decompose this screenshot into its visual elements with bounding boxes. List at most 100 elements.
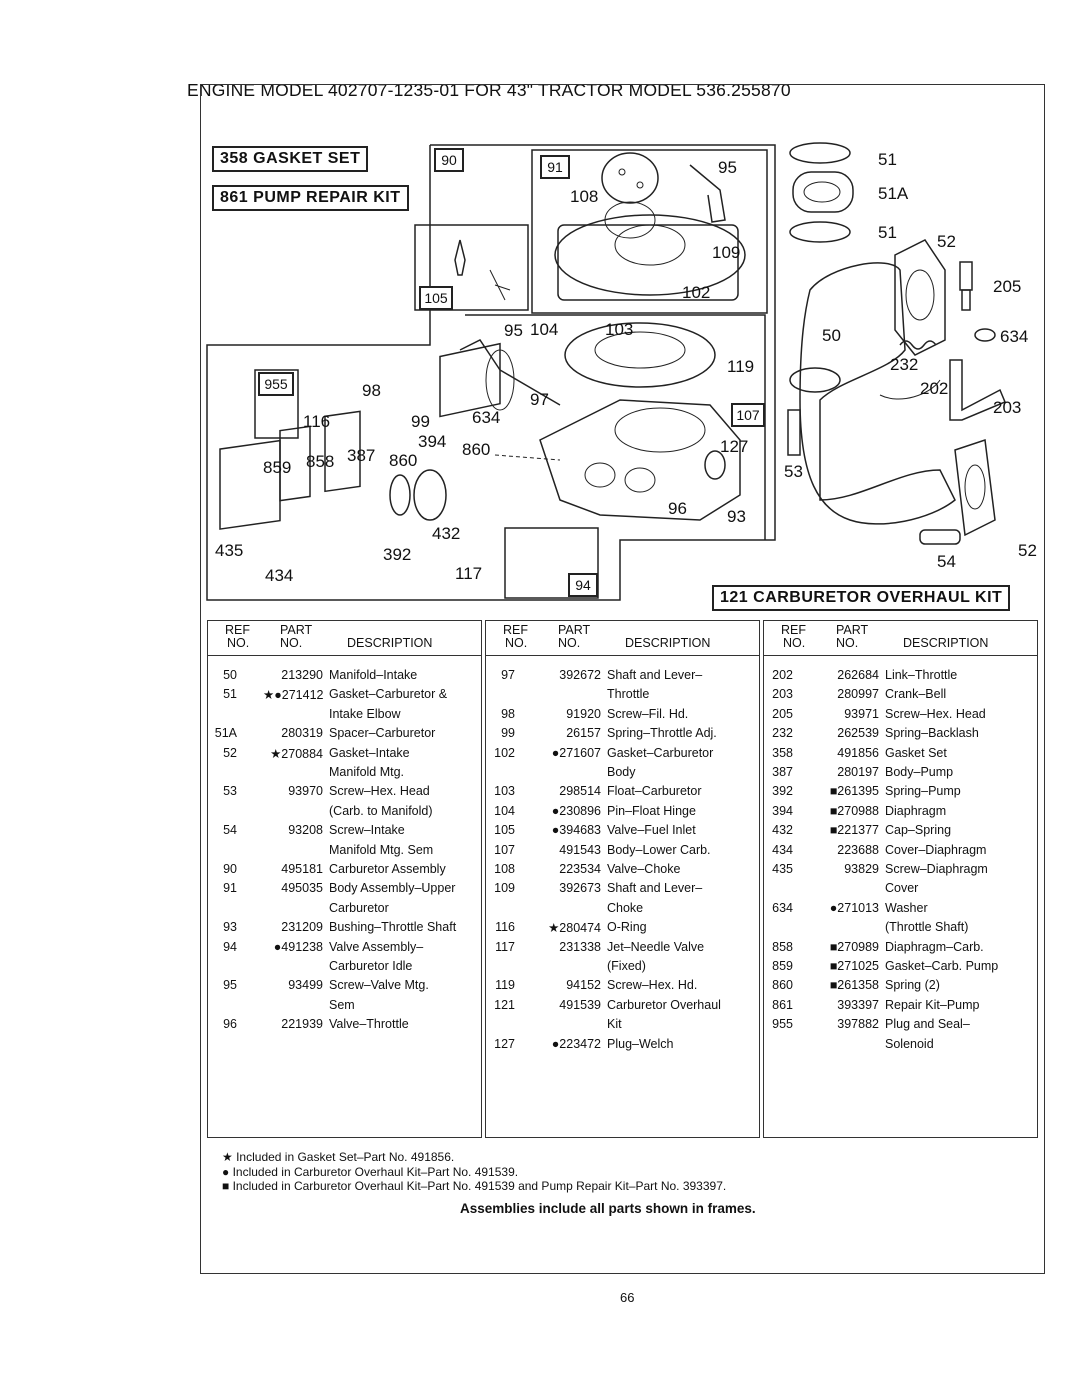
callout-108: 108 xyxy=(570,187,599,206)
part-description: Gasket–Intake xyxy=(329,745,410,760)
ref-number: 109 xyxy=(494,881,515,896)
part-number: 223534 xyxy=(559,862,601,876)
ref-number: 394 xyxy=(772,803,793,818)
callout-99: 99 xyxy=(411,412,430,431)
part-description: Body Assembly–Upper xyxy=(329,881,456,896)
content-frame xyxy=(200,84,1045,1274)
ref-number: 634 xyxy=(772,900,793,915)
callout-860-b: 860 xyxy=(389,451,418,470)
part-number: ●394683 xyxy=(551,823,601,838)
header-rule-1 xyxy=(207,655,482,656)
part-description: Gasket–Carburetor & xyxy=(329,687,448,702)
part-number: 393397 xyxy=(837,997,879,1012)
part-number: 298514 xyxy=(559,784,601,799)
part-description: Manifold Mtg. xyxy=(329,764,405,779)
part-number: 91920 xyxy=(566,706,601,721)
callout-232: 232 xyxy=(890,355,919,374)
callout-116: 116 xyxy=(303,412,331,431)
callout-98: 98 xyxy=(362,381,381,400)
ref-number: 127 xyxy=(494,1036,515,1051)
callout-634-b: 634 xyxy=(472,408,501,427)
footnotes: ★ Included in Gasket Set–Part No. 491856… xyxy=(222,1150,726,1194)
part-description: Solenoid xyxy=(885,1036,934,1051)
ref-number: 102 xyxy=(494,745,515,760)
ref-number: 860 xyxy=(772,978,793,993)
ref-number: 52 xyxy=(223,745,237,760)
part-description: Screw–Fil. Hd. xyxy=(607,706,689,721)
ref-number: 105 xyxy=(494,823,515,838)
part-description: Choke xyxy=(607,900,644,915)
part-number: 93499 xyxy=(288,978,323,993)
header-description-3: DESCRIPTION xyxy=(903,636,989,650)
ref-number: 117 xyxy=(495,939,515,954)
ref-number: 203 xyxy=(772,687,793,702)
callout-53: 53 xyxy=(784,462,803,481)
part-description: Gasket Set xyxy=(885,745,947,760)
part-number: ★270884 xyxy=(270,746,323,761)
part-number: ●491238 xyxy=(273,939,323,954)
callout-52: 52 xyxy=(937,232,956,251)
part-number: ●271013 xyxy=(829,900,879,915)
callout-434: 434 xyxy=(265,566,294,585)
ref-number: 96 xyxy=(223,1017,237,1032)
part-number: 93208 xyxy=(288,823,323,838)
ref-number: 232 xyxy=(772,726,793,741)
part-number: 93971 xyxy=(844,706,879,721)
part-description: Float–Carburetor xyxy=(607,784,702,799)
part-description: (Fixed) xyxy=(607,958,646,973)
part-description: Cap–Spring xyxy=(885,823,952,838)
ref-number: 119 xyxy=(495,978,515,993)
part-description: Diaphragm–Carb. xyxy=(885,939,984,954)
part-number: 495181 xyxy=(281,862,323,876)
ref-number: 955 xyxy=(772,1017,793,1032)
callout-392: 392 xyxy=(383,545,412,564)
header-ref-2: REF xyxy=(503,623,528,637)
callout-205: 205 xyxy=(993,277,1022,296)
ref-number: 98 xyxy=(501,706,515,721)
part-number: 231209 xyxy=(281,920,323,935)
part-description: Intake Elbow xyxy=(329,706,401,721)
ref-number: 93 xyxy=(223,920,237,935)
part-description: O-Ring xyxy=(607,920,647,935)
footnote-gasket-set: ★ Included in Gasket Set–Part No. 491856… xyxy=(222,1150,455,1164)
footnote-carb-and-pump-kit: ■ Included in Carburetor Overhaul Kit–Pa… xyxy=(222,1179,727,1193)
part-number: ■261358 xyxy=(829,978,879,993)
callout-103: 103 xyxy=(605,320,634,339)
callout-54: 54 xyxy=(937,552,956,571)
ref-number: 205 xyxy=(772,706,793,721)
part-description: Body–Pump xyxy=(885,765,954,779)
ref-number: 387 xyxy=(772,765,793,779)
part-description: Screw–Hex. Head xyxy=(329,784,430,799)
part-description: Carburetor xyxy=(329,900,389,915)
callout-858: 858 xyxy=(306,452,335,471)
part-number: 262539 xyxy=(837,726,879,741)
part-number: ■261395 xyxy=(829,784,879,799)
header-part-no-1: NO. xyxy=(280,636,303,650)
callout-51: 51 xyxy=(878,150,897,169)
footnote-carb-kit: ● Included in Carburetor Overhaul Kit–Pa… xyxy=(222,1164,519,1179)
header-ref-no-3: NO. xyxy=(783,636,806,650)
header-part-1: PART xyxy=(280,623,313,637)
header-description-2: DESCRIPTION xyxy=(625,636,711,650)
part-description: Washer xyxy=(885,900,928,915)
ref-number: 121 xyxy=(494,997,515,1012)
header-part-no-2: NO. xyxy=(558,636,581,650)
part-number: 93829 xyxy=(844,862,879,876)
part-description: Shaft and Lever– xyxy=(607,668,703,682)
part-number: 221939 xyxy=(281,1017,323,1032)
callout-104: 104 xyxy=(530,320,559,339)
ref-number: 54 xyxy=(223,823,237,838)
part-description: Gasket–Carburetor xyxy=(607,745,714,760)
part-description: Pin–Float Hinge xyxy=(607,803,696,818)
part-description: Cover xyxy=(885,881,919,896)
part-description: Jet–Needle Valve xyxy=(607,939,705,954)
pump-repair-kit-label: 861 PUMP REPAIR KIT xyxy=(212,185,409,211)
part-description: Repair Kit–Pump xyxy=(885,997,980,1012)
part-description: (Carb. to Manifold) xyxy=(329,803,433,818)
ref-number: 107 xyxy=(494,842,515,857)
ref-number: 90 xyxy=(223,862,237,876)
frame-94: 94 xyxy=(568,573,598,597)
header-ref-no-1: NO. xyxy=(227,636,250,650)
parts-column-3 xyxy=(763,620,1038,1138)
ref-number: 202 xyxy=(772,668,793,682)
